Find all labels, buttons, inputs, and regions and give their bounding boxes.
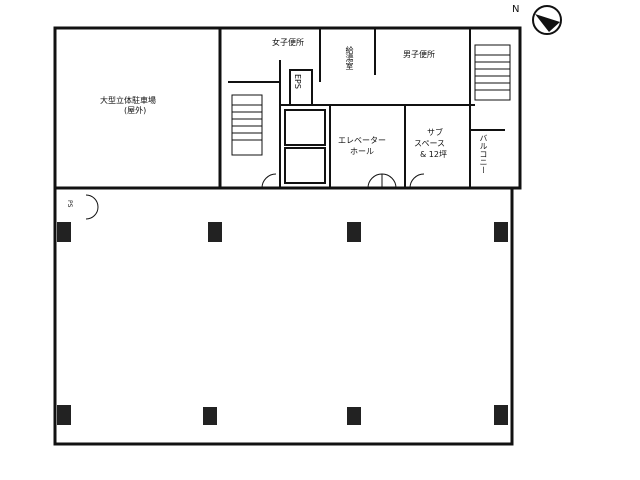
- sub-space-label-3: & 12坪: [420, 150, 447, 159]
- womens-restroom-label: 女子便所: [272, 38, 304, 47]
- doors: [85, 173, 425, 220]
- columns: [57, 222, 508, 425]
- eps-label: EPS: [293, 74, 302, 89]
- balcony-label: バルコニー: [479, 134, 488, 174]
- parking-note: (屋外): [124, 106, 147, 115]
- stairs-right: [474, 44, 511, 101]
- elevator-hall-label-1: エレベーター: [338, 136, 386, 145]
- core-area: [218, 26, 522, 190]
- sub-space-label-1: サブ: [427, 128, 443, 137]
- kitchenette-label: 給湯室: [345, 46, 354, 70]
- compass-north-label: N: [512, 4, 520, 15]
- main-office-area: [53, 186, 514, 446]
- sub-space-label-2: スペース: [414, 139, 446, 148]
- ps-label: PS: [66, 200, 73, 208]
- compass-icon: [532, 5, 562, 35]
- elevator-hall-label-2: ホール: [350, 147, 374, 156]
- stairs-left: [231, 94, 263, 156]
- parking-label: 大型立体駐車場: [100, 96, 156, 105]
- mens-restroom-label: 男子便所: [403, 50, 435, 59]
